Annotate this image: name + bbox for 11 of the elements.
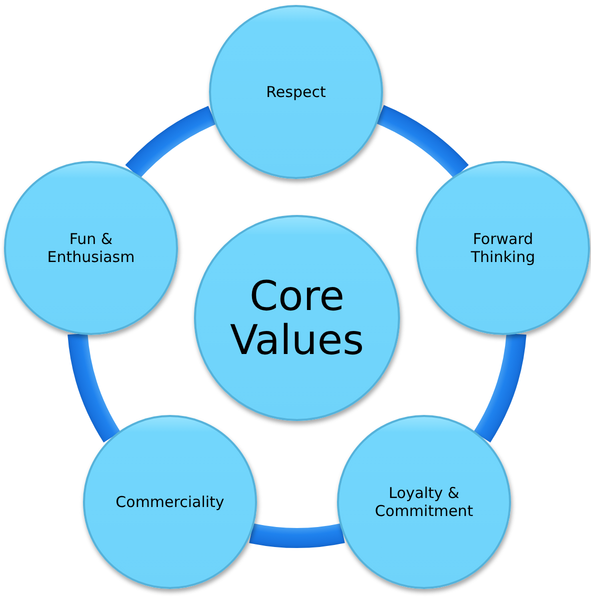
ring-arc xyxy=(376,105,468,179)
circle-label: Core Values xyxy=(229,274,365,362)
circle-label: Loyalty & Commitment xyxy=(374,484,474,520)
circle-label: Respect xyxy=(265,83,327,101)
ring-arc xyxy=(250,523,344,548)
circle-label: Fun & Enthusiasm xyxy=(46,230,136,266)
ring-arc xyxy=(68,332,121,442)
ring-arc xyxy=(473,332,526,442)
circle-label: Forward Thinking xyxy=(470,230,536,266)
ring-arc xyxy=(126,106,216,179)
circle-label: Commerciality xyxy=(114,493,226,511)
